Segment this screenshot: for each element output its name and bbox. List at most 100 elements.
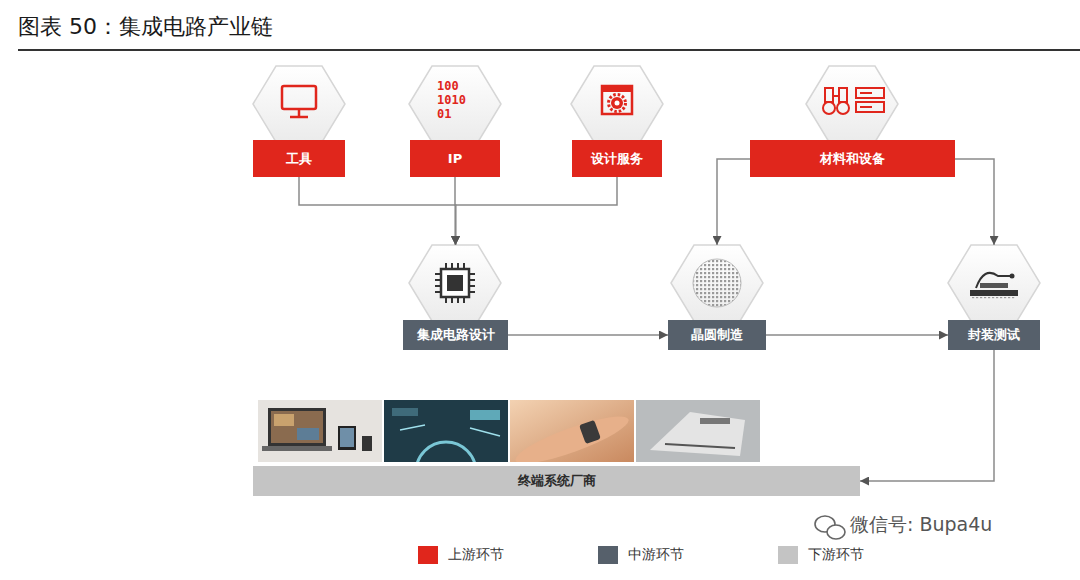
label-bar: 封装测试 [948, 320, 1040, 350]
service-icon [609, 95, 626, 112]
service-icon [602, 86, 632, 92]
product-photos [338, 426, 356, 450]
product-photos [384, 400, 508, 462]
upstream-box: 工具 [253, 66, 345, 177]
flow-connector [508, 334, 668, 336]
product-photos [258, 400, 382, 462]
product-photos [268, 408, 326, 446]
product-photos [400, 425, 425, 430]
monitor-icon [282, 86, 316, 109]
legend-swatch [778, 546, 798, 564]
flow-connector [456, 177, 618, 245]
product-photos [579, 420, 601, 444]
product-photos [512, 408, 633, 462]
monitor-icon [298, 109, 301, 116]
service-icon [611, 97, 623, 109]
label-bar: 集成电路设计 [403, 320, 508, 350]
wafer-icon [693, 259, 741, 307]
chip-icon [447, 275, 463, 291]
legend-text: 中游环节 [628, 546, 684, 564]
legend-swatch [598, 546, 618, 564]
package-icon [980, 283, 1008, 288]
product-photos [700, 418, 730, 424]
label-bar: 晶圆制造 [668, 320, 766, 350]
legend-swatch [418, 546, 438, 564]
product-photos [271, 411, 323, 443]
label-bar: 工具 [253, 140, 345, 177]
monitor-icon [290, 116, 308, 119]
monitor-icon [282, 86, 316, 117]
flow-connector [955, 159, 994, 245]
chip-icon [441, 269, 469, 297]
title-rule [18, 49, 1080, 51]
materials-icon [823, 102, 835, 114]
binary-digits: 100 [437, 80, 459, 92]
product-photos [665, 444, 735, 448]
binary-digits: 1010 [437, 94, 466, 106]
chip-icon [435, 263, 475, 303]
legend-entry: 上游环节 [418, 546, 504, 564]
product-photos [362, 436, 372, 451]
service-icon [602, 86, 632, 114]
watermark: 微信号: Bupa4u [850, 515, 992, 534]
midstream-box: 封装测试 [948, 245, 1040, 350]
product-photos [297, 428, 319, 440]
service-icon [615, 101, 620, 106]
materials-icon [856, 88, 884, 98]
product-photos [470, 428, 500, 436]
materials-icon [839, 88, 847, 102]
hexagon-frame [571, 66, 663, 142]
product-photos [470, 410, 500, 420]
package-icon [970, 290, 1018, 296]
node-label: 材料和设备 [820, 150, 885, 168]
materials-icon [860, 92, 872, 94]
flow-connector [717, 159, 750, 245]
product-photos [392, 408, 418, 416]
node-label: IP [448, 151, 462, 166]
hexagon-frame [409, 245, 501, 321]
materials-icon [837, 102, 849, 114]
label-bar: 设计服务 [572, 140, 662, 177]
node-label: 工具 [286, 150, 312, 168]
wechat-icon [815, 516, 845, 539]
upstream-box: 设计服务 [572, 66, 662, 177]
binary-digits: 01 [437, 108, 451, 120]
materials-icon [833, 95, 839, 97]
node-label: 封装测试 [968, 326, 1020, 344]
package-icon [972, 297, 1016, 300]
node-label: 晶圆制造 [691, 326, 743, 344]
materials-icon [860, 106, 872, 108]
product-photos [650, 412, 745, 456]
node-label: 集成电路设计 [417, 326, 495, 344]
hexagon-frame [948, 245, 1040, 321]
label-bar: 终端系统厂商 [253, 466, 860, 496]
hexagon-frame [409, 66, 501, 142]
product-photos [274, 414, 294, 426]
service-icon [602, 86, 632, 114]
flow-connector [299, 177, 456, 245]
product-photos [340, 428, 354, 447]
hexagon-frame [253, 66, 345, 142]
legend-entry: 中游环节 [598, 546, 684, 564]
node-label: 设计服务 [591, 150, 643, 168]
package-icon [970, 273, 1018, 300]
downstream-band: 终端系统厂商 [253, 400, 860, 496]
legend-text: 上游环节 [448, 546, 504, 564]
materials-icon [856, 102, 884, 112]
package-icon [1010, 274, 1015, 279]
hexagon-frame [671, 245, 763, 321]
midstream-box: 晶圆制造 [668, 245, 766, 350]
upstream-box: 材料和设备 [750, 66, 955, 177]
node-label: 终端系统厂商 [518, 472, 596, 490]
product-photos [416, 442, 476, 462]
hexagon-frame [253, 66, 1040, 321]
materials-icon [825, 88, 833, 102]
chip-icon [435, 263, 475, 303]
chart-title: 图表 50：集成电路产业链 [18, 12, 273, 42]
product-photos [262, 446, 332, 451]
product-photos [636, 400, 760, 462]
wafer-icon [693, 259, 741, 307]
materials-icon [823, 88, 884, 114]
product-photos [258, 400, 760, 462]
